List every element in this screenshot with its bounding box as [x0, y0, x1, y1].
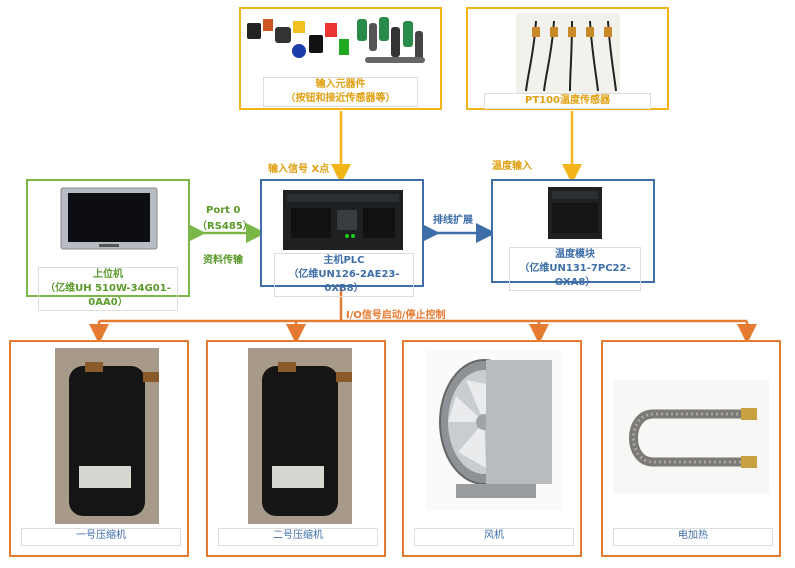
pt100-title: PT100温度传感器 — [524, 95, 611, 106]
output-box-heater: 电加热 — [601, 340, 781, 557]
pt100-box: PT100温度传感器 — [466, 7, 669, 110]
bus-extension-label: 排线扩展 — [433, 215, 473, 226]
hmi-title: 上位机 — [93, 269, 123, 280]
input-components-subtitle: （按钮和接近传感器等） — [285, 93, 396, 104]
heater-label: 电加热 — [613, 528, 773, 546]
hmi-subtitle: （亿维UH 510W-34G01-0AA0） — [45, 283, 171, 308]
compressor-1-label: 一号压缩机 — [21, 528, 181, 546]
temp-input-label: 温度输入 — [492, 161, 532, 172]
compressor-2-label: 二号压缩机 — [218, 528, 378, 546]
electric-heater-image — [613, 380, 769, 494]
buttons-sensors-image — [247, 17, 425, 63]
temp-module-box: 温度模块 （亿维UN131-7PC22-OXA8） — [491, 179, 655, 291]
plc-subtitle: （亿维UN126-2AE23-0XB8） — [288, 269, 400, 294]
input-signal-label: 输入信号 X点 — [268, 164, 330, 175]
pt100-sensor-image — [516, 13, 620, 93]
output-box-fan: 风机 — [402, 340, 582, 557]
temp-module-image — [548, 187, 602, 239]
data-transfer-label: 资料传输 — [203, 255, 243, 266]
input-components-box: 输入元器件 （按钮和接近传感器等） — [239, 7, 442, 110]
compressor-1-image — [55, 348, 159, 524]
output-box-compressor-2: 二号压缩机 — [206, 340, 386, 557]
temp-module-title: 温度模块 — [555, 249, 595, 260]
input-components-title: 输入元器件 — [315, 79, 366, 90]
compressor-2-image — [248, 348, 352, 524]
hmi-box: 上位机 （亿维UH 510W-34G01-0AA0） — [26, 179, 190, 311]
plc-image — [283, 190, 403, 250]
plc-box: 主机PLC （亿维UN126-2AE23-0XB8） — [260, 179, 424, 297]
port-label: Port 0 — [206, 205, 241, 216]
hmi-touchscreen-image — [60, 187, 158, 250]
fan-image — [426, 350, 562, 510]
temp-module-subtitle: （亿维UN131-7PC22-OXA8） — [519, 263, 631, 288]
rs485-label: （RS485） — [197, 221, 253, 232]
fan-label: 风机 — [414, 528, 574, 546]
output-box-compressor-1: 一号压缩机 — [9, 340, 189, 557]
plc-title: 主机PLC — [323, 255, 365, 266]
io-control-label: I/O信号启动/停止控制 — [346, 310, 446, 321]
